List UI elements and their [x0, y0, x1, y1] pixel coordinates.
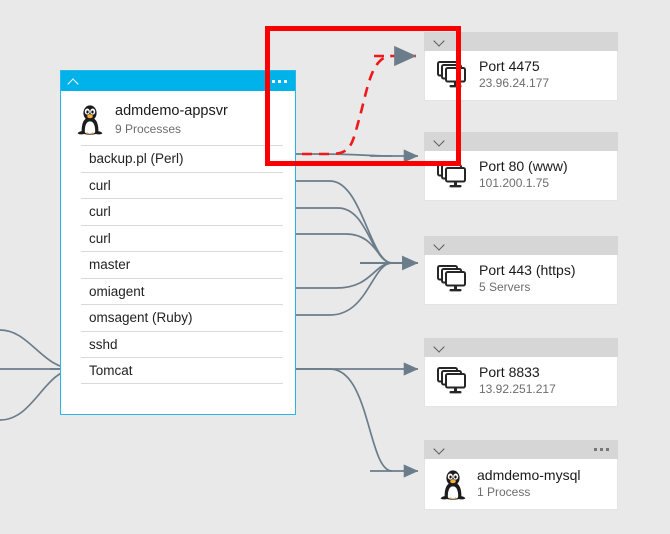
target-card-header[interactable] — [424, 236, 618, 255]
target-card-header[interactable] — [424, 132, 618, 151]
target-node-subtitle: 23.96.24.177 — [479, 76, 550, 90]
chevron-down-icon[interactable] — [434, 240, 445, 251]
process-row[interactable]: backup.pl (Perl) — [81, 145, 283, 172]
process-row[interactable]: omiagent — [81, 277, 283, 304]
target-node-subtitle: 1 Process — [477, 484, 531, 499]
target-node-card-port-443[interactable]: Port 443 (https) 5 Servers — [424, 236, 618, 305]
target-node-subtitle: 101.200.1.75 — [479, 176, 550, 190]
chevron-down-icon[interactable] — [434, 444, 445, 455]
target-node-card-port-8833[interactable]: Port 8833 13.92.251.217 — [424, 338, 618, 407]
server-stack-icon — [437, 366, 466, 393]
target-card-body: Port 80 (www) 101.200.1.75 — [424, 151, 618, 201]
ellipsis-icon[interactable] — [594, 448, 609, 451]
process-row[interactable]: Tomcat — [81, 357, 283, 384]
target-node-subtitle: 13.92.251.217 — [479, 382, 556, 396]
target-node-title: admdemo-mysql — [477, 466, 581, 483]
target-card-body: Port 8833 13.92.251.217 — [424, 357, 618, 407]
source-node-identity: admdemo-appsvr 9 Processes — [61, 91, 295, 145]
target-node-card-port-80[interactable]: Port 80 (www) 101.200.1.75 — [424, 132, 618, 201]
process-row[interactable]: curl — [81, 198, 283, 225]
process-row[interactable]: sshd — [81, 330, 283, 357]
source-node-name: admdemo-appsvr — [115, 103, 228, 119]
ellipsis-icon[interactable] — [272, 79, 287, 83]
chevron-up-icon[interactable] — [69, 76, 80, 87]
server-stack-icon — [437, 264, 466, 291]
target-node-title: Port 8833 — [479, 364, 540, 380]
target-node-card-port-4475[interactable]: Port 4475 23.96.24.177 — [424, 32, 618, 101]
target-card-header[interactable] — [424, 338, 618, 357]
chevron-down-icon[interactable] — [434, 342, 445, 353]
process-row[interactable]: curl — [81, 224, 283, 251]
target-card-header[interactable] — [424, 32, 618, 51]
target-node-title: Port 443 (https) — [479, 262, 576, 278]
source-node-subtitle: 9 Processes — [115, 122, 182, 136]
server-stack-icon — [437, 160, 466, 187]
target-node-title: Port 4475 — [479, 58, 540, 74]
source-card-header[interactable] — [61, 71, 295, 91]
chevron-down-icon[interactable] — [434, 36, 445, 47]
process-row[interactable]: curl — [81, 171, 283, 198]
source-node-card[interactable]: admdemo-appsvr 9 Processes backup.pl (Pe… — [60, 70, 296, 415]
process-row[interactable]: master — [81, 251, 283, 278]
linux-tux-icon — [440, 470, 466, 500]
server-stack-icon — [437, 60, 466, 87]
target-node-subtitle: 5 Servers — [479, 280, 531, 294]
target-card-body: Port 443 (https) 5 Servers — [424, 255, 618, 305]
target-card-header[interactable] — [424, 440, 618, 459]
target-card-body: Port 4475 23.96.24.177 — [424, 51, 618, 101]
linux-tux-icon — [77, 105, 103, 135]
process-row[interactable]: omsagent (Ruby) — [81, 304, 283, 331]
chevron-down-icon[interactable] — [434, 136, 445, 147]
target-node-title: Port 80 (www) — [479, 158, 568, 174]
